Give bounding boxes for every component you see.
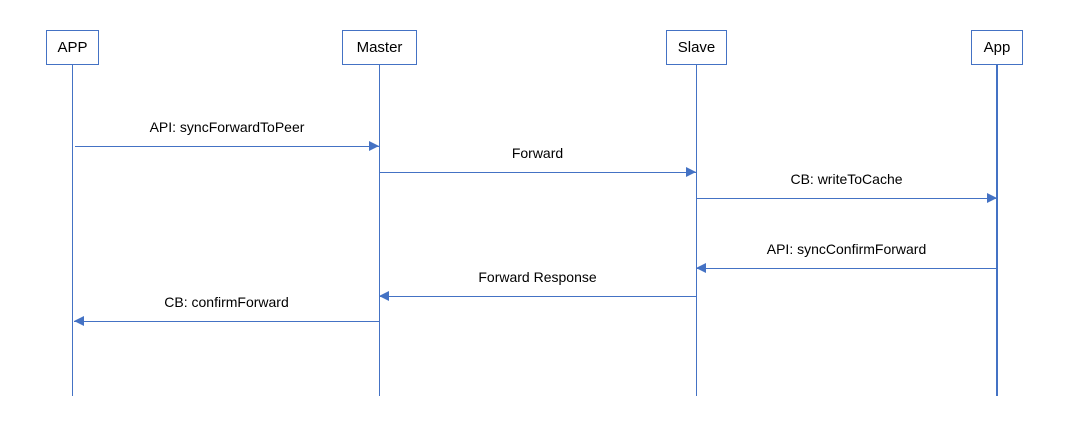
actor-box-app-peer: App [971, 30, 1023, 65]
arrowhead-left-icon [74, 316, 84, 327]
actor-label-app-peer: App [983, 39, 1011, 56]
message-sync-confirm-forward: API: syncConfirmForward [696, 235, 997, 274]
actor-box-master: Master [342, 30, 417, 65]
arrowhead-right-icon [369, 141, 379, 152]
message-label-sync-confirm-forward: API: syncConfirmForward [766, 241, 927, 257]
arrow-line [696, 197, 997, 199]
lifeline-app-peer [996, 65, 998, 396]
arrow-line [696, 267, 997, 269]
lifeline-slave [695, 65, 698, 396]
actor-box-slave: Slave [666, 30, 727, 65]
actor-label-app-caller: APP [57, 39, 88, 56]
arrow-line [379, 171, 696, 173]
message-label-confirm-forward: CB: confirmForward [164, 294, 289, 310]
actor-box-app-caller: APP [46, 30, 99, 65]
arrow-line [75, 145, 379, 147]
message-forward: Forward [379, 139, 696, 178]
actor-label-slave: Slave [677, 39, 716, 56]
arrowhead-left-icon [379, 291, 389, 302]
message-label-forward: Forward [511, 145, 564, 161]
arrowhead-right-icon [987, 193, 997, 204]
message-write-to-cache: CB: writeToCache [696, 165, 997, 204]
message-label-forward-response: Forward Response [478, 269, 597, 285]
message-confirm-forward: CB: confirmForward [74, 288, 379, 327]
message-sync-forward-to-peer: API: syncForwardToPeer [75, 113, 379, 152]
message-forward-response: Forward Response [379, 263, 696, 302]
arrow-line [74, 320, 379, 322]
arrowhead-left-icon [696, 263, 706, 274]
arrow-line [379, 295, 696, 297]
message-label-sync-forward-to-peer: API: syncForwardToPeer [149, 119, 305, 135]
actor-label-master: Master [356, 39, 403, 56]
lifeline-app-caller [71, 65, 73, 396]
arrowhead-right-icon [686, 167, 696, 178]
lifeline-master [378, 65, 381, 396]
message-label-write-to-cache: CB: writeToCache [790, 171, 903, 187]
